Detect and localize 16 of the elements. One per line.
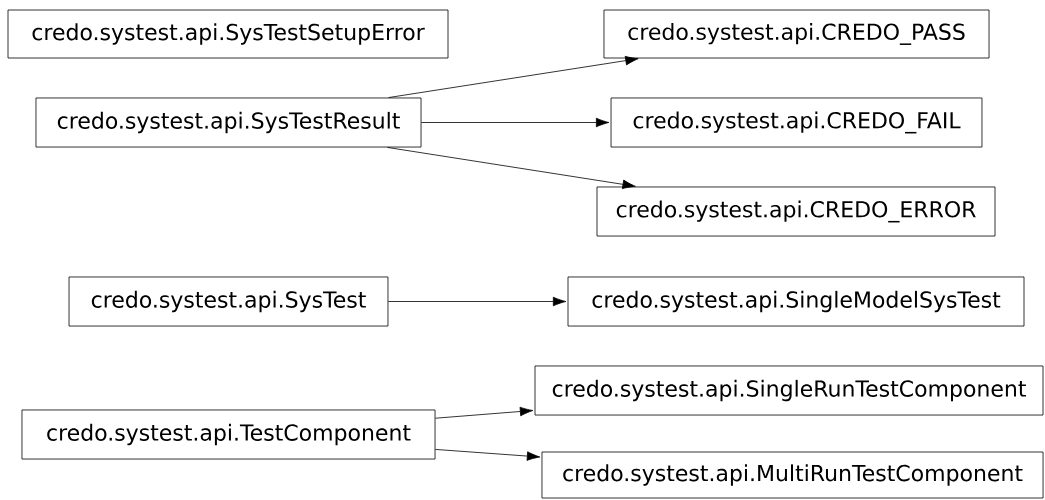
arrow bbox=[387, 296, 567, 307]
class-box: credo.systest.api.CREDO_ERROR bbox=[596, 186, 996, 237]
class-box: credo.systest.api.MultiRunTestComponent bbox=[541, 451, 1044, 499]
arrow bbox=[387, 147, 636, 190]
class-box: credo.systest.api.CREDO_PASS bbox=[603, 9, 990, 59]
class-box: credo.systest.api.SysTestResult bbox=[35, 97, 422, 148]
arrow bbox=[435, 449, 541, 461]
class-box: credo.systest.api.SingleModelSysTest bbox=[567, 276, 1025, 327]
class-box: credo.systest.api.CREDO_FAIL bbox=[610, 97, 983, 148]
class-box: credo.systest.api.SingleRunTestComponent bbox=[534, 365, 1044, 416]
class-box: credo.systest.api.SysTest bbox=[68, 276, 389, 327]
arrow bbox=[435, 406, 534, 419]
arrow bbox=[421, 117, 610, 128]
class-box: credo.systest.api.SysTestSetupError bbox=[7, 9, 449, 59]
arrow bbox=[388, 55, 639, 98]
class-box: credo.systest.api.TestComponent bbox=[21, 409, 436, 460]
